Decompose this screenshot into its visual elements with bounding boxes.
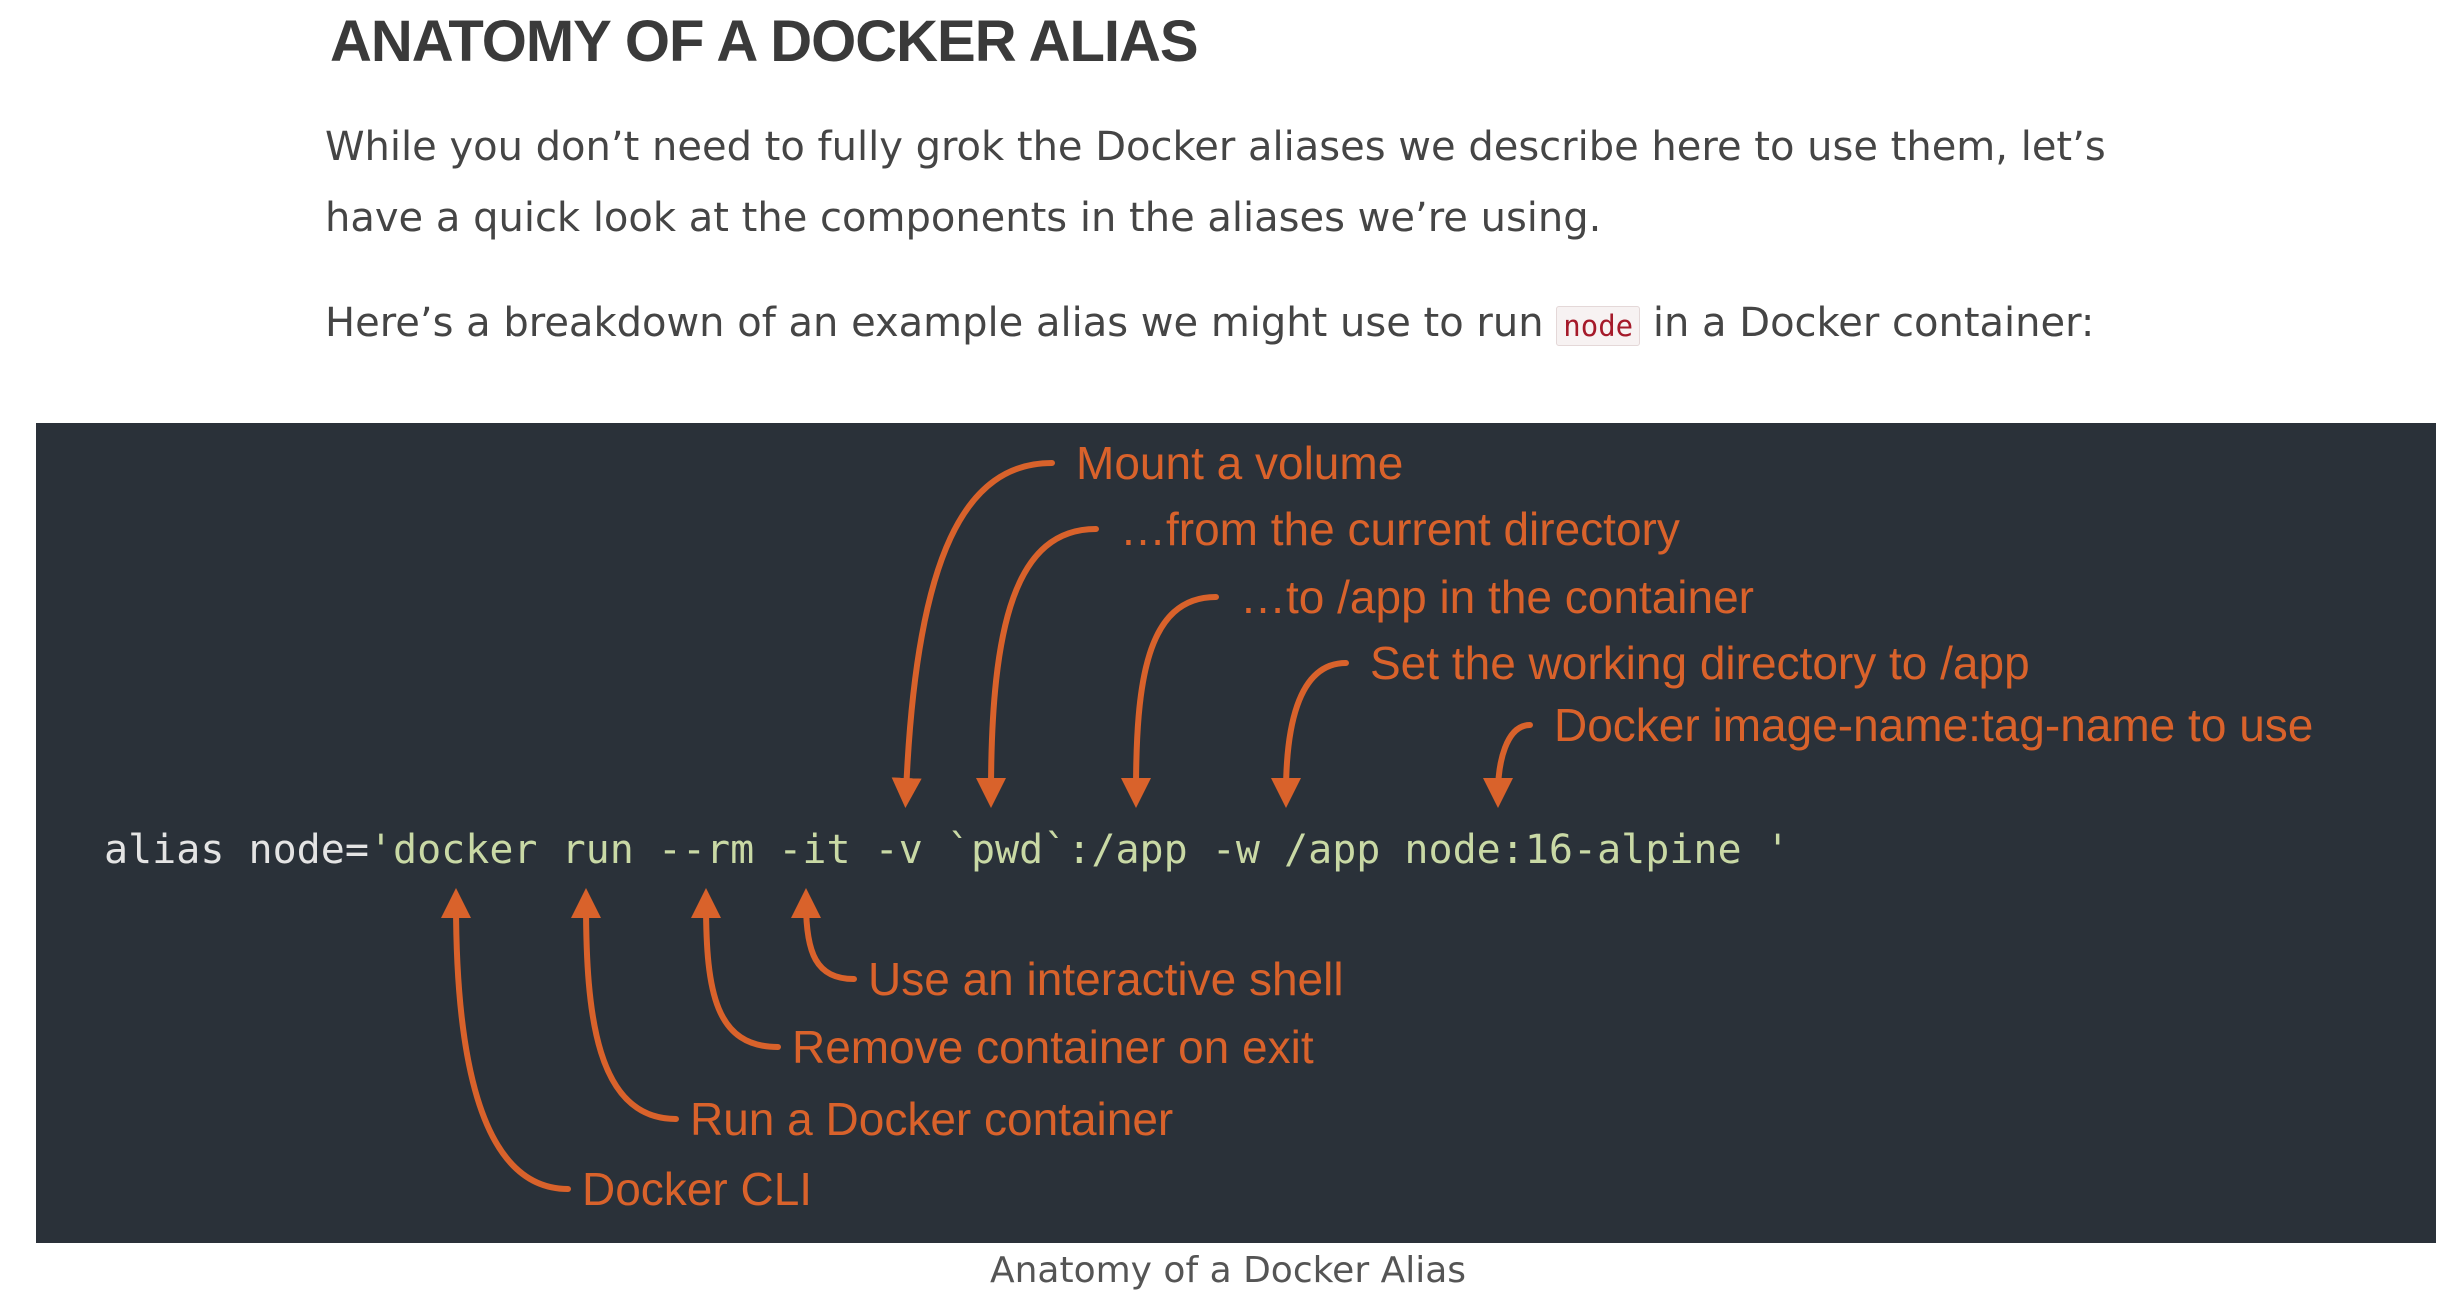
code-prefix: alias node= [104, 827, 369, 873]
example-paragraph-text-before: Here’s a breakdown of an example alias w… [325, 300, 1557, 346]
diagram-canvas: alias node='docker run --rm -it -v `pwd`… [104, 437, 2313, 1215]
top-labels: Mount a volume …from the current directo… [1076, 437, 2313, 751]
intro-paragraph: While you don’t need to fully grok the D… [325, 124, 2106, 241]
label-app-in-container: …to /app in the container [1240, 571, 1754, 623]
arrow-interactive-shell [791, 888, 857, 982]
label-docker-cli: Docker CLI [582, 1163, 812, 1215]
example-paragraph: Here’s a breakdown of an example alias w… [325, 288, 2185, 362]
arrow-remove-container [691, 888, 781, 1050]
arrow-mount-volume [891, 460, 1055, 808]
example-paragraph-text-after: in a Docker container: [1640, 300, 2095, 346]
code-command: 'docker run --rm -it -v `pwd`:/app -w /a… [369, 827, 1790, 873]
arrow-working-directory [1271, 660, 1349, 808]
arrow-image-name [1483, 722, 1533, 808]
arrow-current-directory [976, 526, 1099, 808]
label-remove-container: Remove container on exit [792, 1021, 1314, 1073]
label-mount-volume: Mount a volume [1076, 437, 1403, 489]
arrow-docker-cli [441, 888, 571, 1192]
label-run-container: Run a Docker container [690, 1093, 1173, 1145]
bottom-labels: Use an interactive shell Remove containe… [582, 953, 1344, 1215]
docker-alias-diagram: alias node='docker run --rm -it -v `pwd`… [36, 423, 2436, 1243]
inline-code-node: node [1556, 306, 1641, 346]
top-arrows [891, 460, 1533, 808]
figure-caption: Anatomy of a Docker Alias [989, 1250, 1467, 1291]
page-heading: ANATOMY OF A DOCKER ALIAS [330, 9, 1199, 74]
label-image-name: Docker image-name:tag-name to use [1554, 699, 2313, 751]
bottom-arrows [441, 888, 857, 1192]
arrow-app-in-container [1121, 594, 1219, 808]
arrow-run-container [571, 888, 679, 1122]
label-interactive-shell: Use an interactive shell [868, 953, 1344, 1005]
label-working-directory: Set the working directory to /app [1370, 637, 2030, 689]
label-current-directory: …from the current directory [1120, 503, 1680, 555]
code-line: alias node='docker run --rm -it -v `pwd`… [104, 827, 1790, 873]
